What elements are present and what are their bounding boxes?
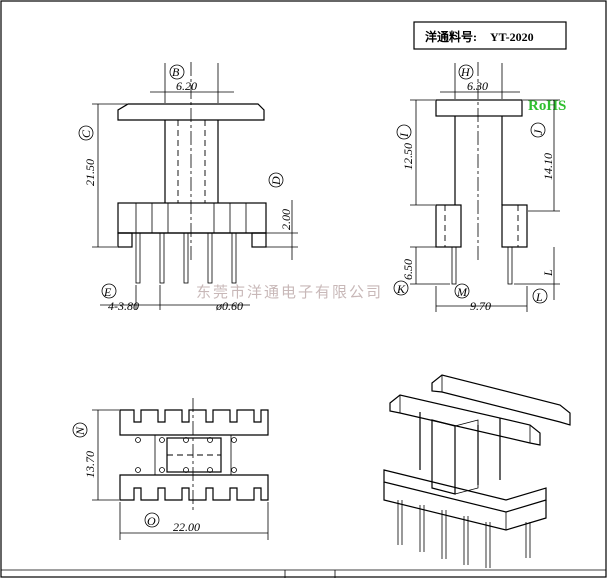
dim-k-value: 6.50: [401, 259, 415, 280]
bottom-view: 13.70 N 22.00 O: [72, 398, 269, 540]
label-j: J: [531, 129, 545, 135]
label-m: M: [456, 285, 468, 299]
label-e: E: [103, 285, 112, 299]
dim-b-value: 6.20: [176, 79, 197, 93]
label-n: N: [73, 426, 87, 436]
dim-l-value: L: [541, 269, 555, 277]
isometric-view: [383, 374, 571, 568]
label-b: B: [172, 65, 180, 79]
dim-pin-diameter: ø0.60: [215, 299, 243, 313]
label-h: H: [460, 65, 471, 79]
rohs-mark: RoHS: [528, 98, 566, 114]
label-k: K: [396, 282, 406, 296]
dim-h-value: 6.30: [467, 79, 488, 93]
part-number-box: 洋通料号: YT-2020: [413, 21, 567, 50]
dim-e-value: 4-3.80: [108, 299, 139, 313]
watermark: 东莞市洋通电子有限公司: [196, 283, 383, 301]
dim-o-value: 22.00: [173, 520, 200, 534]
dim-c-value: 21.50: [83, 159, 97, 186]
dim-n-value: 13.70: [83, 451, 97, 478]
front-view: 6.20 B 21.50 C 2.00 D 4-3.80 ø0.60 E: [78, 62, 298, 313]
label-c: C: [79, 129, 93, 138]
dim-m-value: 9.70: [470, 299, 491, 313]
part-number-label: 洋通料号:: [425, 29, 477, 44]
label-i: I: [397, 132, 411, 138]
label-l: L: [535, 290, 543, 304]
dim-j-value: 14.10: [541, 153, 555, 180]
part-number-value: YT-2020: [490, 30, 534, 44]
dim-i-value: 12.50: [401, 143, 415, 170]
label-d: D: [269, 176, 283, 186]
label-o: O: [147, 514, 156, 528]
side-view: 6.30 H 12.50 I 14.10 J 6.50 K L L 9.70: [393, 62, 560, 313]
dim-d-value: 2.00: [279, 209, 293, 230]
